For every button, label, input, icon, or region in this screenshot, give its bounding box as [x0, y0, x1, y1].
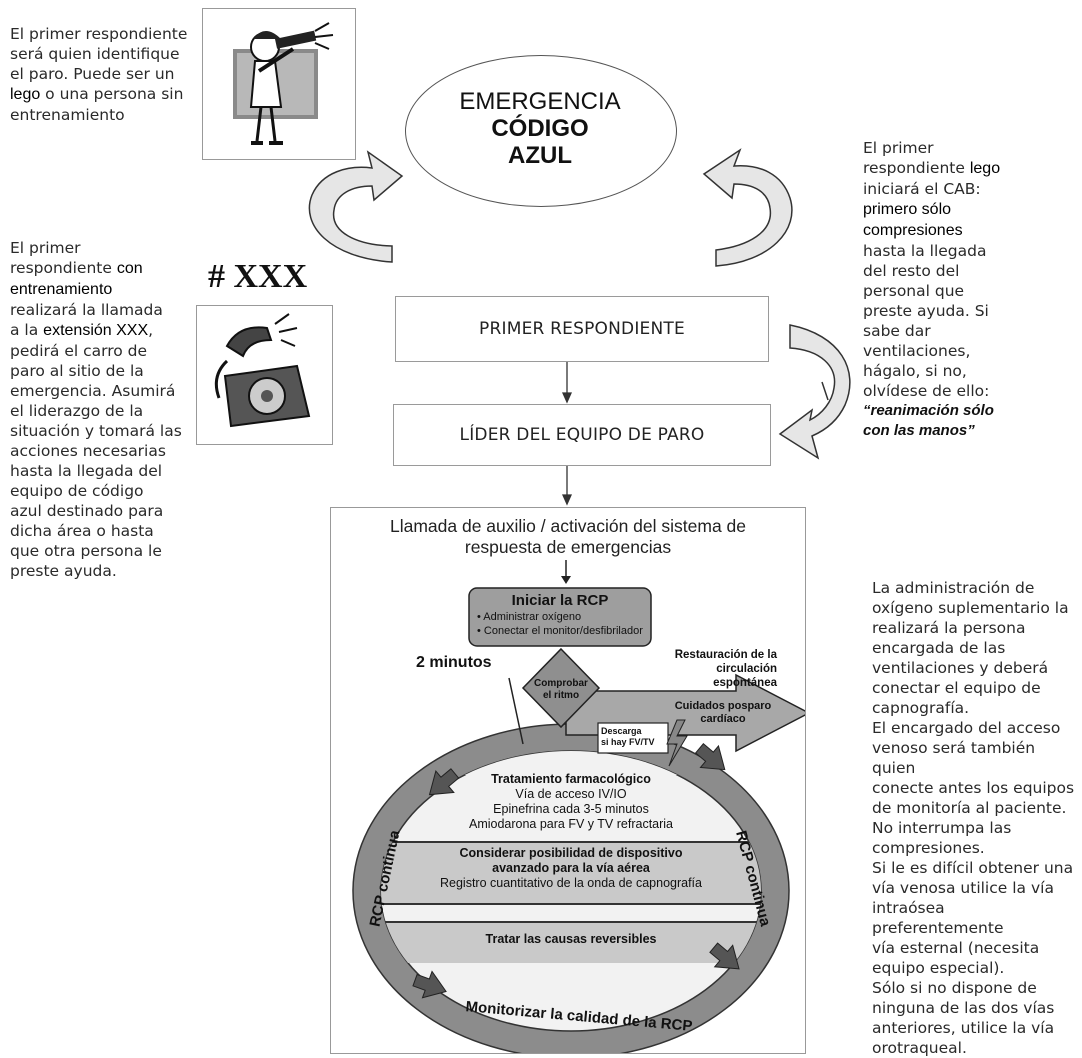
team-leader-box: LÍDER DEL EQUIPO DE PARO: [393, 404, 771, 466]
phone-illustration: [196, 305, 333, 445]
curved-arrow-left-icon: [308, 150, 404, 263]
emergency-code-blue-ellipse: [405, 55, 677, 207]
drug-therapy-block: Tratamiento farmacológico Vía de acceso …: [468, 772, 674, 831]
check-rhythm-label: Comprobar el ritmo: [534, 678, 588, 701]
note-trained-responder: El primer respondiente con entrenamiento…: [10, 239, 182, 580]
acls-algorithm-panel: Llamada de auxilio / activación del sist…: [330, 507, 806, 1054]
extension-label: # XXX: [208, 258, 308, 295]
start-cpr-bullet-monitor: • Conectar el monitor/desfibrilador: [477, 625, 643, 637]
airway-block: Considerar posibilidad de dispositivo av…: [440, 846, 702, 890]
start-cpr-bullet-oxygen: • Administrar oxígeno: [477, 611, 582, 623]
lego-term: lego: [10, 86, 41, 103]
emergency-label: EMERGENCIA CÓDIGO AZUL: [459, 88, 621, 169]
acls-cycle-diagram: [352, 560, 805, 1053]
two-minutes-label: 2 minutos: [416, 654, 492, 671]
curved-arrow-right-icon: [702, 148, 793, 267]
ringing-phone-icon: [214, 313, 311, 428]
first-responder-box: PRIMER RESPONDIENTE: [395, 296, 769, 362]
spotter-illustration: [202, 8, 356, 160]
reversible-causes-label: Tratar las causas reversibles: [485, 932, 657, 946]
bending-arrow-right-icon: [778, 324, 851, 460]
post-arrest-care-label: Cuidados posparo cardíaco: [674, 700, 772, 725]
activate-emergency-text: Llamada de auxilio / activación del sist…: [389, 516, 747, 557]
start-cpr-title: Iniciar la RCP: [511, 592, 609, 609]
woman-binoculars-icon: [233, 22, 334, 145]
shock-label: Descarga si hay FV/TV: [601, 726, 655, 747]
note-identify-arrest: El primer respondiente será quien identi…: [10, 25, 188, 124]
note-lay-responder: El primer respondiente lego iniciará el …: [863, 139, 1001, 439]
rosc-label: Restauración de la circulación espontáne…: [674, 649, 777, 689]
note-oxygen-access: La administración de oxígeno suplementar…: [872, 579, 1075, 1057]
